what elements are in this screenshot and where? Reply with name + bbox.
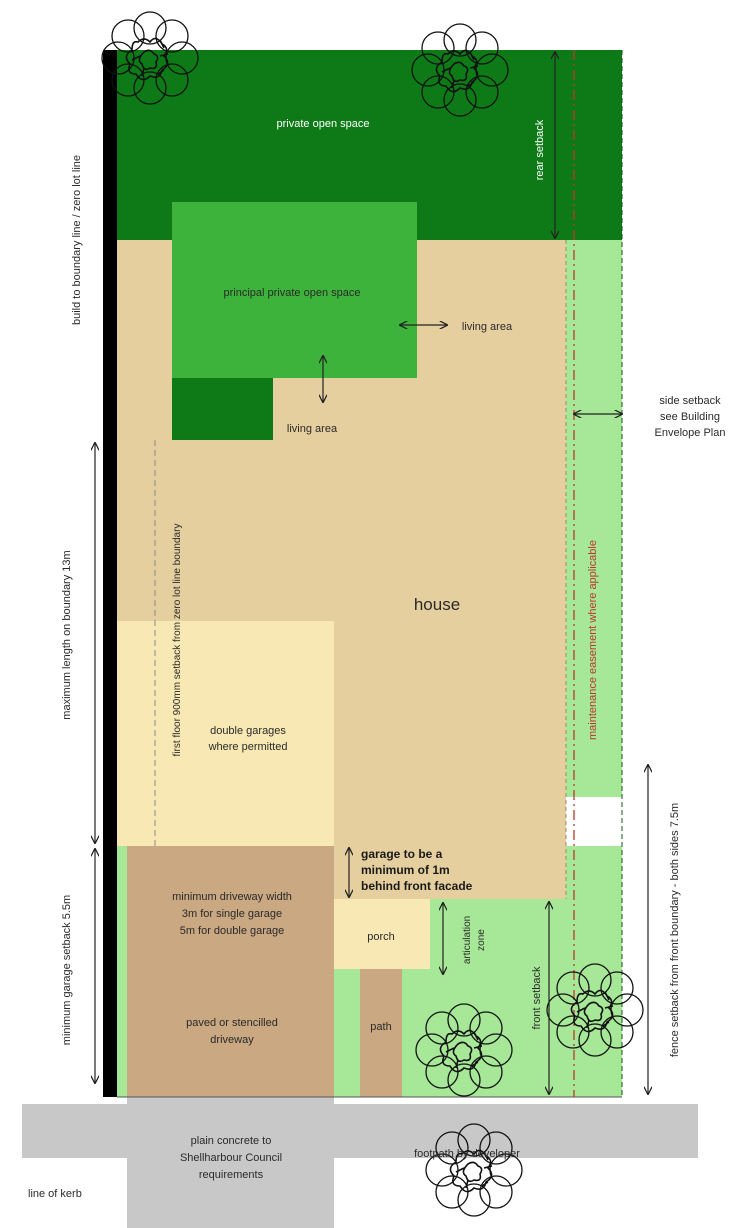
- path-zone: [360, 969, 402, 1097]
- garage-note-label-line2: minimum of 1m: [361, 863, 450, 877]
- zero-lot-line-wall: [103, 50, 117, 1097]
- paved-driveway-label-line2: driveway: [210, 1034, 254, 1046]
- footpath-label: footpath by developer: [414, 1148, 520, 1160]
- line-of-kerb-label: line of kerb: [28, 1188, 82, 1200]
- maximum-length-label: maximum length on boundary 13m: [61, 550, 73, 719]
- side-setback-label-line2: see Building: [660, 411, 720, 423]
- side-setback-label: side setback: [659, 395, 721, 407]
- fence-setback-label: fence setback from front boundary - both…: [669, 803, 681, 1057]
- driveway-crossing: [127, 1097, 334, 1228]
- driveway-width-label: minimum driveway width: [172, 891, 292, 903]
- plain-concrete-label-line2: Shellharbour Council: [180, 1152, 282, 1164]
- double-garage-zone: [117, 621, 334, 846]
- double-garages-label: double garages: [210, 725, 286, 737]
- house-label: house: [414, 595, 460, 614]
- articulation-zone-label: articulation: [462, 916, 473, 964]
- garage-note-label: garage to be a: [361, 847, 443, 861]
- plain-concrete-label: plain concrete to: [191, 1135, 272, 1147]
- minimum-garage-setback-label: minimum garage setback 5.5m: [61, 895, 73, 1045]
- front-setback-label: front setback: [531, 966, 543, 1029]
- driveway-width-label-line2: 3m for single garage: [182, 908, 282, 920]
- plain-concrete-label-line3: requirements: [199, 1169, 264, 1181]
- living-area-bottom-label: living area: [287, 423, 338, 435]
- side-setback-zone: [566, 240, 622, 797]
- driveway-width-label-line3: 5m for double garage: [180, 925, 285, 937]
- side-setback-label-line3: Envelope Plan: [655, 427, 726, 439]
- principal-private-open-space-label: principal private open space: [224, 287, 361, 299]
- driveway-zone: [127, 846, 334, 1097]
- footpath-strip: [22, 1104, 698, 1158]
- principal-private-open-space-zone: [172, 202, 417, 378]
- garage-note-label-line3: behind front facade: [361, 879, 473, 893]
- double-garages-label-line2: where permitted: [208, 741, 288, 753]
- porch-label: porch: [367, 931, 395, 943]
- porch-zone: [334, 899, 430, 969]
- principal-private-open-space-lower: [172, 378, 273, 440]
- first-floor-setback-label: first floor 900mm setback from zero lot …: [172, 524, 183, 757]
- build-to-boundary-label: build to boundary line / zero lot line: [71, 155, 83, 325]
- maintenance-easement-label: maintenance easement where applicable: [587, 540, 599, 740]
- path-label: path: [370, 1021, 391, 1033]
- house-front-extension: [334, 846, 566, 899]
- living-area-right-label: living area: [462, 321, 513, 333]
- private-open-space-label: private open space: [277, 118, 370, 130]
- house-zone-top-notch: [273, 378, 417, 440]
- articulation-zone-label-line2: zone: [476, 929, 487, 951]
- paved-driveway-label: paved or stencilled: [186, 1017, 278, 1029]
- rear-setback-label: rear setback: [534, 119, 546, 180]
